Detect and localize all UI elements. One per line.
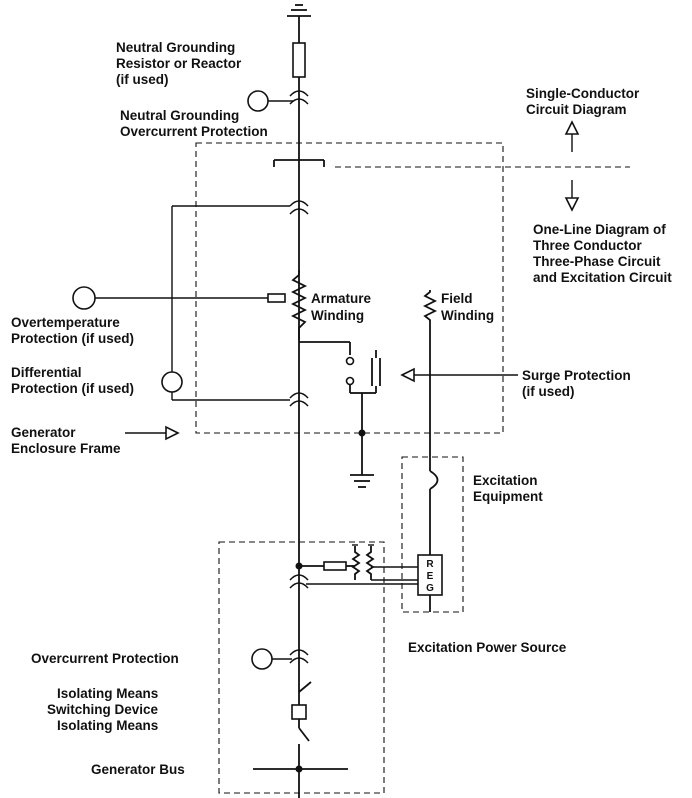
single-conductor-label-2: Circuit Diagram (526, 102, 627, 117)
regulator-letter-g: G (426, 583, 434, 594)
differential-relay-icon (161, 371, 183, 393)
neutral-grounding-resistor-label-2: Resistor or Reactor (116, 56, 242, 71)
neutral-grounding-oc-label-2: Overcurrent Protection (120, 124, 268, 139)
neutral-bar (273, 159, 325, 167)
armature-winding-label-1: Armature (311, 291, 372, 306)
differential-label-2: Protection (if used) (11, 381, 134, 396)
overtemperature-sensor (267, 293, 286, 303)
enclosure-frame-arrow-icon (165, 425, 180, 441)
regulator-letter-e: E (427, 571, 434, 582)
differential-upper-ct-icon (289, 200, 309, 215)
surge-protection-arrow-icon (400, 367, 415, 383)
field-winding-icon (422, 290, 438, 322)
surge-protection-label-2: (if used) (522, 384, 575, 399)
overcurrent-ct-icon (289, 649, 309, 664)
excitation-equipment-label-1: Excitation (473, 473, 538, 488)
neutral-grounding-resistor (292, 42, 306, 78)
differential-lower-ct-icon (289, 392, 309, 407)
neutral-grounding-resistor-label-1: Neutral Grounding (116, 40, 235, 55)
regulator-ct-icon (289, 574, 309, 589)
enclosure-label-1: Generator (11, 425, 76, 440)
single-conductor-arrow-icon (564, 120, 580, 135)
excitation-equipment-boundary (401, 456, 464, 613)
differential-label-1: Differential (11, 365, 82, 380)
potential-transformer-icon (351, 546, 361, 580)
surge-ground-icon (350, 474, 374, 488)
neutral-grounding-resistor-label-3: (if used) (116, 72, 169, 87)
enclosure-label-2: Enclosure Frame (11, 441, 121, 456)
one-line-label-4: and Excitation Circuit (533, 270, 672, 285)
overcurrent-label: Overcurrent Protection (31, 651, 179, 666)
overtemperature-label-1: Overtemperature (11, 315, 120, 330)
single-conductor-label-1: Single-Conductor (526, 86, 640, 101)
field-winding-label-2: Winding (441, 308, 494, 323)
upper-isolating-switch (298, 681, 312, 693)
one-line-label-2: Three Conductor (533, 238, 642, 253)
surge-arrester-icon (345, 350, 381, 386)
neutral-grounding-ct-icon (289, 90, 309, 105)
switching-device-icon (291, 704, 307, 720)
overcurrent-relay-icon (251, 648, 273, 670)
surge-protection-label-1: Surge Protection (522, 368, 631, 383)
isolating-means-label-2: Isolating Means (57, 718, 158, 733)
pt-fuse (323, 561, 347, 571)
armature-winding-icon (290, 270, 308, 340)
neutral-grounding-relay-icon (247, 90, 269, 112)
one-line-label-3: Three-Phase Circuit (533, 254, 661, 269)
excitation-equipment-icon (429, 470, 439, 490)
switchgear-boundary (218, 541, 385, 794)
top-ground-icon (287, 4, 311, 17)
one-line-arrow-icon (564, 197, 580, 212)
regulator-letter-r: R (426, 559, 434, 570)
excitation-equipment-label-2: Equipment (473, 489, 543, 504)
isolating-means-label-1: Isolating Means (57, 686, 158, 701)
field-winding-label-1: Field (441, 291, 473, 306)
lower-isolating-switch (298, 727, 310, 742)
generator-enclosure-boundary (195, 142, 504, 434)
regulator-box (417, 554, 443, 596)
neutral-grounding-oc-label-1: Neutral Grounding (120, 108, 239, 123)
switching-device-label: Switching Device (47, 702, 159, 717)
one-line-label-1: One-Line Diagram of (533, 222, 666, 237)
armature-winding-label-2: Winding (311, 308, 364, 323)
generator-bus-label: Generator Bus (91, 762, 185, 777)
excitation-power-label: Excitation Power Source (408, 640, 567, 655)
overtemperature-label-2: Protection (if used) (11, 331, 134, 346)
overtemperature-relay-icon (72, 286, 96, 310)
